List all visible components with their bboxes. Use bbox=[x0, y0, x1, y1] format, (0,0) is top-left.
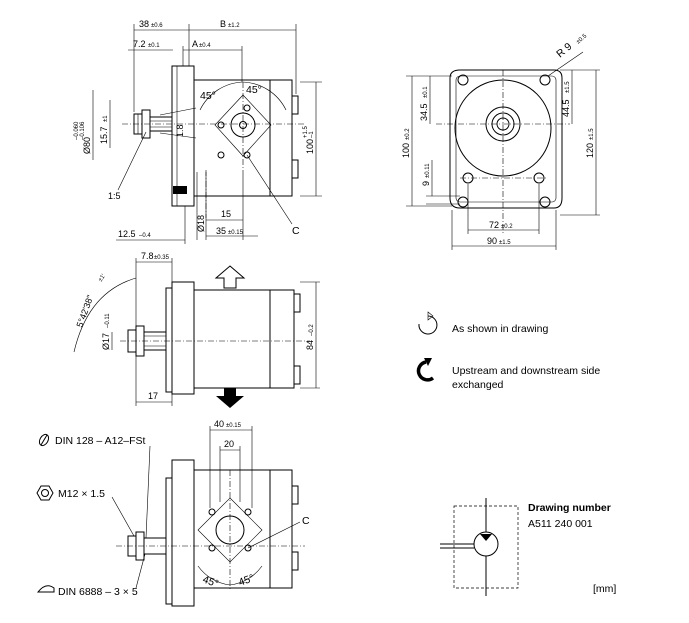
bottom-view: 45° 45° 40 ±0.15 20 C bbox=[116, 419, 310, 607]
svg-text:–0.060: –0.060 bbox=[74, 121, 80, 140]
side-view: 7.8 ±0.35 5°42'38" ±1' Ø17 –0.11 84 –0.2… bbox=[73, 251, 320, 408]
dim-15: 15 bbox=[221, 209, 231, 219]
svg-text:±1.5: ±1.5 bbox=[589, 128, 595, 140]
pilot-circle bbox=[454, 79, 552, 177]
svg-text:±0.1: ±0.1 bbox=[423, 86, 429, 98]
rotation-cw-icon bbox=[416, 360, 435, 382]
svg-text:±0.15: ±0.15 bbox=[226, 423, 242, 429]
ratio-label: 1:5 bbox=[108, 191, 121, 201]
hydraulic-symbol bbox=[440, 498, 519, 596]
svg-text:±0.5: ±0.5 bbox=[575, 33, 588, 46]
part-nut: M12 × 1.5 bbox=[58, 488, 105, 500]
svg-text:–0.106: –0.106 bbox=[80, 121, 86, 140]
dim-34-5: 34.5 bbox=[419, 103, 429, 121]
dim-12-5: 12.5 bbox=[118, 229, 136, 239]
dim-a: A bbox=[192, 39, 198, 49]
dim-100-top: 100 bbox=[305, 139, 315, 154]
svg-text:±0.4: ±0.4 bbox=[199, 43, 211, 49]
side-angle: 5°42'38" bbox=[74, 294, 95, 329]
svg-text:+1.5: +1.5 bbox=[303, 125, 309, 138]
dim-80: Ø80 bbox=[82, 137, 92, 154]
bottom-angle-right: 45° bbox=[237, 572, 256, 589]
rotation-ccw-icon bbox=[418, 315, 438, 335]
dim-17: Ø17 bbox=[101, 333, 111, 350]
svg-text:±0.6: ±0.6 bbox=[151, 23, 163, 29]
bottom-angle-left: 45° bbox=[201, 574, 220, 591]
nut-icon bbox=[36, 485, 54, 501]
bottom-body bbox=[193, 469, 293, 589]
side-flange bbox=[171, 281, 195, 395]
part-key: DIN 6888 – 3 × 5 bbox=[58, 586, 138, 598]
angle-arc-right bbox=[242, 81, 287, 111]
svg-text:–1: –1 bbox=[309, 131, 315, 138]
label-c-bottom: C bbox=[302, 515, 310, 527]
key-icon bbox=[36, 585, 55, 593]
svg-text:–0.2: –0.2 bbox=[309, 324, 315, 336]
svg-text:±1.5: ±1.5 bbox=[499, 240, 511, 246]
svg-text:±0.2: ±0.2 bbox=[405, 128, 411, 140]
svg-text:±0.1: ±0.1 bbox=[148, 43, 160, 49]
dim-40: 40 bbox=[214, 419, 224, 429]
label-c-top: C bbox=[292, 225, 300, 237]
front-view: R 9 ±0.5 34.5 ±0.1 44.5 ±1.5 100 ±0.2 12… bbox=[401, 33, 600, 250]
svg-text:±1': ±1' bbox=[98, 273, 107, 283]
dim-radius: R 9 bbox=[554, 40, 574, 60]
unit-label: [mm] bbox=[593, 583, 616, 595]
svg-text:±0.11: ±0.11 bbox=[425, 163, 431, 178]
part-washer: DIN 128 – A12–FSt bbox=[55, 435, 146, 447]
dim-7-2: 7.2 bbox=[133, 39, 146, 49]
svg-text:±1.2: ±1.2 bbox=[228, 23, 240, 29]
drawing-number-label: Drawing number bbox=[528, 502, 611, 514]
rotation-legend: As shown in drawing Upstream and downstr… bbox=[416, 311, 600, 391]
inlet-arrow bbox=[216, 388, 244, 408]
flange-outline bbox=[449, 69, 563, 209]
svg-text:±0.2: ±0.2 bbox=[501, 224, 513, 230]
dim-72: 72 bbox=[489, 220, 499, 230]
dim-90: 90 bbox=[487, 236, 497, 246]
dim-9: 9 bbox=[421, 181, 431, 186]
dim-17-len: 17 bbox=[148, 391, 158, 401]
svg-text:±0.15: ±0.15 bbox=[228, 230, 244, 236]
bottom-flange bbox=[171, 459, 195, 607]
svg-text:±1.5: ±1.5 bbox=[565, 81, 571, 93]
top-view: 45° 45° 38 ±0.6 B ±1.2 7.2 ±0.1 A ±0.4 Ø… bbox=[74, 19, 322, 244]
outlet-arrow bbox=[214, 265, 246, 289]
angle-label-left: 45° bbox=[200, 90, 216, 102]
drawing-number: A511 240 001 bbox=[528, 518, 593, 530]
svg-text:±1: ±1 bbox=[103, 115, 109, 122]
svg-text:–0.11: –0.11 bbox=[105, 313, 111, 328]
dim-44-5: 44.5 bbox=[561, 99, 571, 117]
legend-exchanged-2: exchanged bbox=[452, 379, 504, 391]
svg-text:–0.4: –0.4 bbox=[139, 233, 151, 239]
washer-icon bbox=[38, 433, 50, 447]
dim-35: 35 bbox=[216, 226, 226, 236]
svg-text:±0.35: ±0.35 bbox=[154, 255, 170, 261]
dim-120: 120 bbox=[585, 143, 595, 158]
legend-exchanged-1: Upstream and downstream side bbox=[452, 365, 600, 377]
dim-38: 38 bbox=[139, 19, 149, 29]
side-angle-arc bbox=[73, 277, 137, 353]
dim-18: Ø18 bbox=[196, 215, 206, 232]
angle-arc-left bbox=[199, 81, 244, 111]
parts-list: DIN 128 – A12–FSt M12 × 1.5 DIN 6888 – 3… bbox=[36, 433, 151, 598]
angle-label-right: 45° bbox=[246, 84, 262, 96]
dim-84: 84 bbox=[305, 340, 315, 350]
dim-100-front: 100 bbox=[401, 143, 411, 158]
dim-20: 20 bbox=[224, 439, 234, 449]
dim-1-8: 1.8 bbox=[175, 124, 185, 137]
dim-b: B bbox=[220, 19, 226, 29]
flange-hatch bbox=[173, 186, 187, 194]
side-body bbox=[193, 289, 295, 389]
dim-15-7: 15.7 bbox=[99, 126, 109, 144]
legend-as-shown: As shown in drawing bbox=[452, 323, 548, 335]
dim-7-8: 7.8 bbox=[141, 251, 154, 261]
